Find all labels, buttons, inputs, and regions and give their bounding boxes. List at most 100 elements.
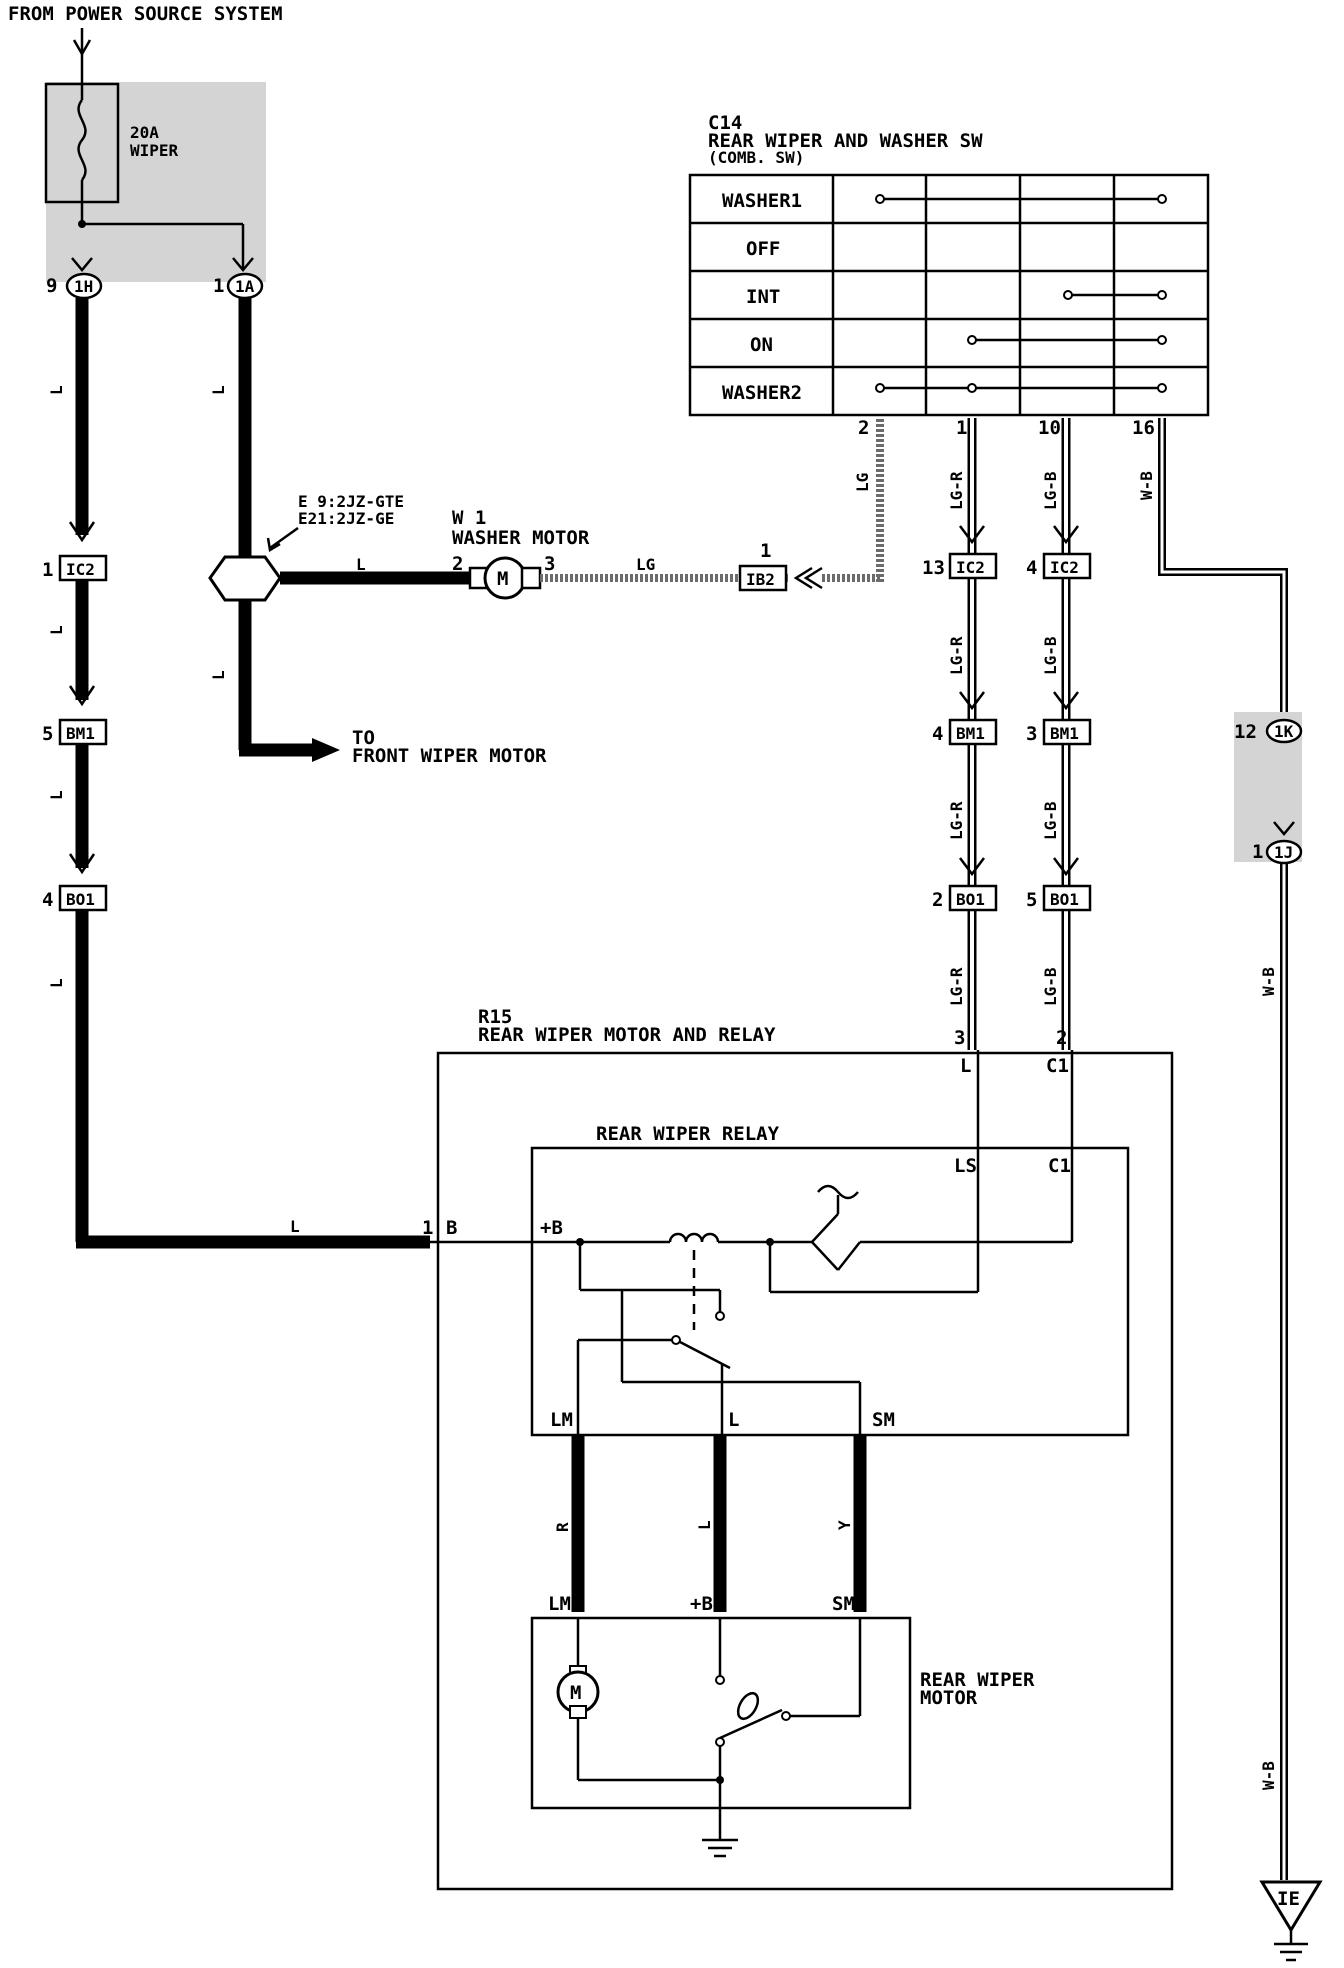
svg-text:LG-B: LG-B <box>1041 471 1060 510</box>
r15-box <box>436 1051 1174 1891</box>
svg-text:L: L <box>47 625 66 635</box>
svg-text:12: 12 <box>1234 721 1257 743</box>
connector-bm1-left: 5 BM1 <box>42 718 108 746</box>
connector-ib2: 1 IB2 <box>738 540 788 592</box>
wire-w-b <box>1158 418 1288 1880</box>
svg-text:M: M <box>570 1682 581 1704</box>
svg-text:+B: +B <box>690 1593 713 1615</box>
svg-text:IC2: IC2 <box>1050 558 1079 577</box>
switch-row-on: ON <box>750 334 773 356</box>
svg-text:9: 9 <box>46 275 57 297</box>
switch-title: REAR WIPER AND WASHER SW <box>708 130 983 152</box>
svg-text:IB2: IB2 <box>746 570 775 589</box>
svg-text:2: 2 <box>932 889 943 911</box>
svg-text:4: 4 <box>932 723 943 745</box>
svg-text:L: L <box>695 1520 714 1530</box>
svg-text:BO1: BO1 <box>66 890 95 909</box>
connector-bo1-left: 4 BO1 <box>42 884 108 912</box>
relay-switch-contact <box>679 1340 731 1370</box>
svg-text:1: 1 <box>422 1217 433 1239</box>
switch-row-washer1: WASHER1 <box>722 190 802 212</box>
svg-text:L: L <box>47 385 66 395</box>
svg-text:1: 1 <box>1252 841 1263 863</box>
fuse-name: WIPER <box>130 141 179 160</box>
svg-text:1: 1 <box>760 540 771 562</box>
svg-text:L: L <box>209 670 228 680</box>
svg-text:W-B: W-B <box>1137 471 1156 500</box>
svg-text:LG: LG <box>636 555 655 574</box>
svg-text:L: L <box>209 385 228 395</box>
svg-text:LM: LM <box>548 1593 571 1615</box>
svg-text:W-B: W-B <box>1259 967 1278 996</box>
rear-motor-name: REAR WIPER <box>920 1669 1035 1691</box>
switch-pin-1: 1 <box>956 417 967 439</box>
relay-box <box>530 1146 1130 1437</box>
svg-text:LS: LS <box>954 1155 977 1177</box>
switch-pin-10: 10 <box>1038 417 1061 439</box>
svg-text:Y: Y <box>835 1520 854 1530</box>
connector-1j: 1 1J <box>1252 839 1303 865</box>
svg-text:1A: 1A <box>235 277 255 296</box>
switch-pin-2: 2 <box>858 417 869 439</box>
svg-text:3: 3 <box>1026 723 1037 745</box>
svg-text:LG-B: LG-B <box>1041 801 1060 840</box>
svg-text:L: L <box>47 978 66 988</box>
fuse-icon <box>77 99 87 181</box>
svg-text:LG-R: LG-R <box>947 801 966 840</box>
junction-label-1: E 9:2JZ-GTE <box>298 492 404 511</box>
rear-motor-name-2: MOTOR <box>920 1687 978 1709</box>
svg-text:1: 1 <box>213 275 224 297</box>
svg-text:W 1: W 1 <box>452 507 486 529</box>
switch-table: WASHER1 OFF INT ON WASHER2 <box>688 173 1210 417</box>
svg-text:1: 1 <box>42 559 53 581</box>
svg-text:5: 5 <box>1026 889 1037 911</box>
svg-text:2: 2 <box>452 553 463 575</box>
connector-ic2-a: 13 IC2 <box>922 552 998 580</box>
arrow-right-icon <box>312 738 340 762</box>
motor-switch-contact <box>719 1708 783 1740</box>
switch-row-washer2: WASHER2 <box>722 382 802 404</box>
washer-motor: W 1 WASHER MOTOR M <box>452 507 590 600</box>
arrow-down-icon <box>72 28 92 62</box>
connector-ic2-b: 4 IC2 <box>1026 552 1092 580</box>
svg-text:13: 13 <box>922 557 945 579</box>
svg-text:LG-R: LG-R <box>947 471 966 510</box>
front-wiper-label: FRONT WIPER MOTOR <box>352 745 547 767</box>
svg-text:3: 3 <box>544 553 555 575</box>
svg-text:BM1: BM1 <box>1050 724 1079 743</box>
svg-text:BO1: BO1 <box>1050 890 1079 909</box>
svg-text:LG-B: LG-B <box>1041 636 1060 675</box>
switch-row-int: INT <box>746 286 780 308</box>
svg-text:1K: 1K <box>1274 722 1294 741</box>
junction-label-2: E21:2JZ-GE <box>298 509 394 528</box>
svg-text:L: L <box>960 1055 971 1077</box>
relay-name: REAR WIPER RELAY <box>596 1123 780 1145</box>
svg-text:LG-B: LG-B <box>1041 967 1060 1006</box>
r15-id: R15 <box>478 1006 512 1028</box>
svg-text:1J: 1J <box>1274 843 1293 862</box>
connector-bo1-b: 5 BO1 <box>1026 884 1092 912</box>
switch-id: C14 <box>708 112 742 134</box>
transistor-icon <box>770 1213 839 1271</box>
svg-text:LM: LM <box>550 1409 573 1431</box>
svg-text:4: 4 <box>42 889 53 911</box>
svg-text:5: 5 <box>42 723 53 745</box>
junction-connector <box>208 555 282 602</box>
svg-text:SM: SM <box>832 1593 855 1615</box>
svg-text:C1: C1 <box>1048 1155 1071 1177</box>
power-source-label: FROM POWER SOURCE SYSTEM <box>8 3 283 25</box>
relay-coil-icon <box>668 1232 720 1243</box>
svg-text:1H: 1H <box>74 277 93 296</box>
svg-text:LG-R: LG-R <box>947 636 966 675</box>
svg-text:BM1: BM1 <box>66 724 95 743</box>
r15-name: REAR WIPER MOTOR AND RELAY <box>478 1024 776 1046</box>
svg-text:3: 3 <box>954 1027 965 1049</box>
svg-text:L: L <box>47 790 66 800</box>
svg-text:L: L <box>356 555 366 574</box>
svg-text:IC2: IC2 <box>66 560 95 579</box>
motor-icon: M <box>497 568 508 590</box>
connector-bm1-a: 4 BM1 <box>932 718 998 746</box>
ground-ie: IE <box>1259 1880 1323 1962</box>
ground-icon <box>702 1838 738 1858</box>
